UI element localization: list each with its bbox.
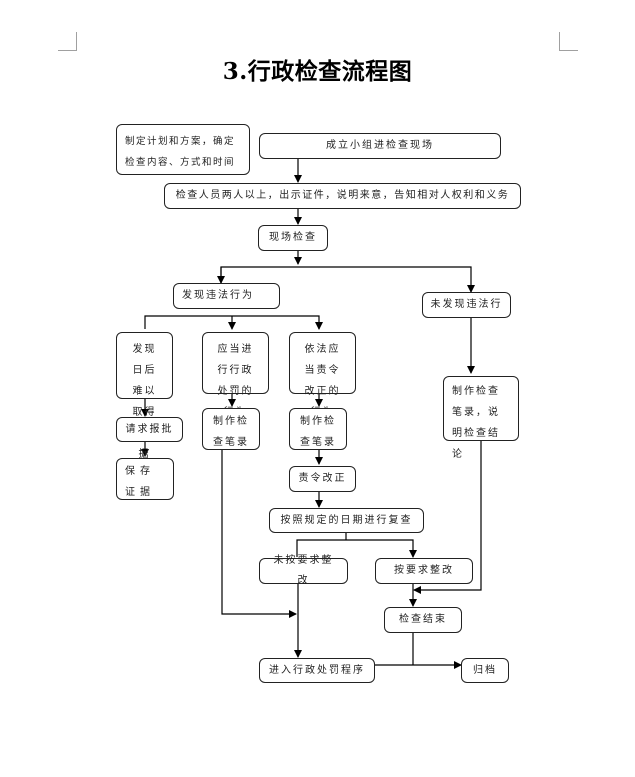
node-corrected: 按要求整改 [375, 558, 473, 584]
node-form-group: 成立小组进检查现场 [259, 133, 501, 159]
node-onsite: 现场检查 [258, 225, 328, 251]
connector [413, 440, 482, 594]
node-hard-evidence: 发现日后难以取得的证据 [116, 332, 173, 460]
node-preserve: 保存证据 [116, 458, 174, 500]
node-record-b: 制作检查笔录 [289, 408, 347, 450]
connector [221, 449, 297, 618]
node-archive: 归档 [461, 658, 509, 683]
node-admin-penalty: 应当进行行政处罚的行为 [202, 332, 269, 418]
node-correct: 责令改正 [289, 466, 356, 492]
node-request-approval: 请求报批 [116, 417, 183, 442]
connector [296, 539, 417, 558]
node-record-conclusion: 制作检查笔录，说明检查结论 [443, 376, 519, 460]
page-corner-mark-top-left [58, 32, 77, 51]
page-title: 3.行政检查流程图 [222, 58, 413, 85]
node-record-a: 制作检查笔录 [202, 408, 260, 450]
node-recheck: 按照规定的日期进行复查 [269, 508, 424, 533]
node-show-id: 检查人员两人以上，出示证件，说明来意，告知相对人权利和义务 [164, 183, 521, 209]
page-corner-mark-top-right [559, 32, 578, 51]
node-order-correct: 依法应当责令改正的行为 [289, 332, 356, 418]
node-penalty-proc: 进入行政处罚程序 [259, 658, 375, 683]
node-end: 检查结束 [384, 607, 462, 633]
node-not-corrected: 未按要求整改 [259, 555, 348, 586]
node-found-violation: 发现违法行为 [173, 283, 280, 309]
node-not-found: 未发现违法行 [422, 292, 511, 318]
node-plan: 制定计划和方案，确定检查内容、方式和时间 [116, 124, 250, 175]
